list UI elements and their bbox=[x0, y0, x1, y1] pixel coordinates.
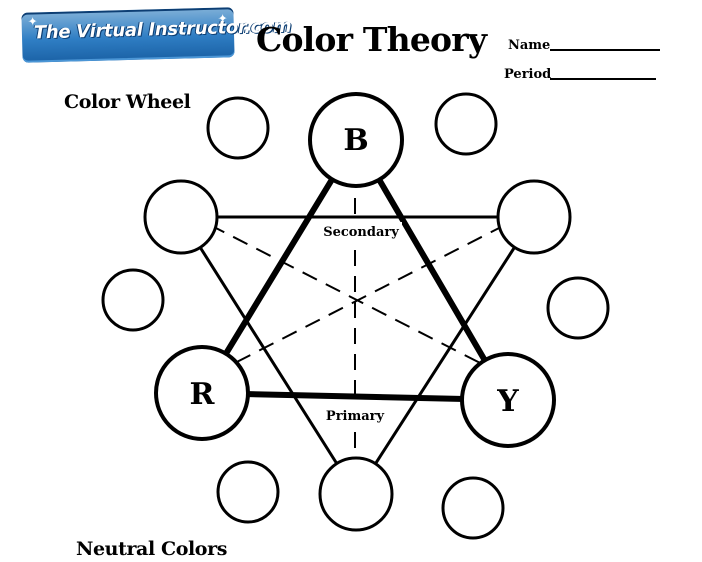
tertiary-color-circle[interactable] bbox=[546, 276, 610, 340]
tertiary-color-circle[interactable] bbox=[206, 96, 270, 160]
red-label: R bbox=[190, 377, 216, 412]
diagonal-guide-line bbox=[224, 224, 506, 369]
secondary-label-bg bbox=[320, 222, 402, 240]
primary-blue-circle[interactable] bbox=[308, 92, 404, 188]
name-field[interactable] bbox=[550, 49, 660, 51]
guide-lines bbox=[209, 198, 506, 470]
blue-label: B bbox=[343, 123, 368, 158]
secondary-color-circle[interactable] bbox=[143, 179, 219, 255]
primary-label: Primary bbox=[326, 409, 385, 424]
neutral-colors-heading: Neutral Colors bbox=[76, 538, 227, 560]
color-wheel-heading: Color Wheel bbox=[64, 91, 191, 113]
diagonal-guide-line bbox=[209, 224, 491, 369]
tertiary-color-circle[interactable] bbox=[216, 460, 280, 524]
yellow-label: Y bbox=[496, 384, 519, 419]
period-field[interactable] bbox=[550, 78, 656, 80]
secondary-color-circle[interactable] bbox=[496, 179, 572, 255]
primary-yellow-circle[interactable] bbox=[460, 352, 556, 448]
tertiary-color-circle[interactable] bbox=[434, 92, 498, 156]
tertiary-color-circle[interactable] bbox=[101, 268, 165, 332]
secondary-color-circle[interactable] bbox=[318, 456, 394, 532]
period-label: Period bbox=[504, 67, 552, 82]
page-title: Color Theory bbox=[256, 20, 487, 59]
name-label: Name bbox=[508, 38, 551, 53]
secondary-label: Secondary bbox=[323, 225, 399, 240]
primary-red-circle[interactable] bbox=[154, 345, 250, 441]
secondary-triangle bbox=[178, 215, 537, 497]
primary-triangle bbox=[196, 134, 514, 404]
primary-label-bg bbox=[322, 406, 388, 424]
tertiary-color-circle[interactable] bbox=[441, 476, 505, 540]
